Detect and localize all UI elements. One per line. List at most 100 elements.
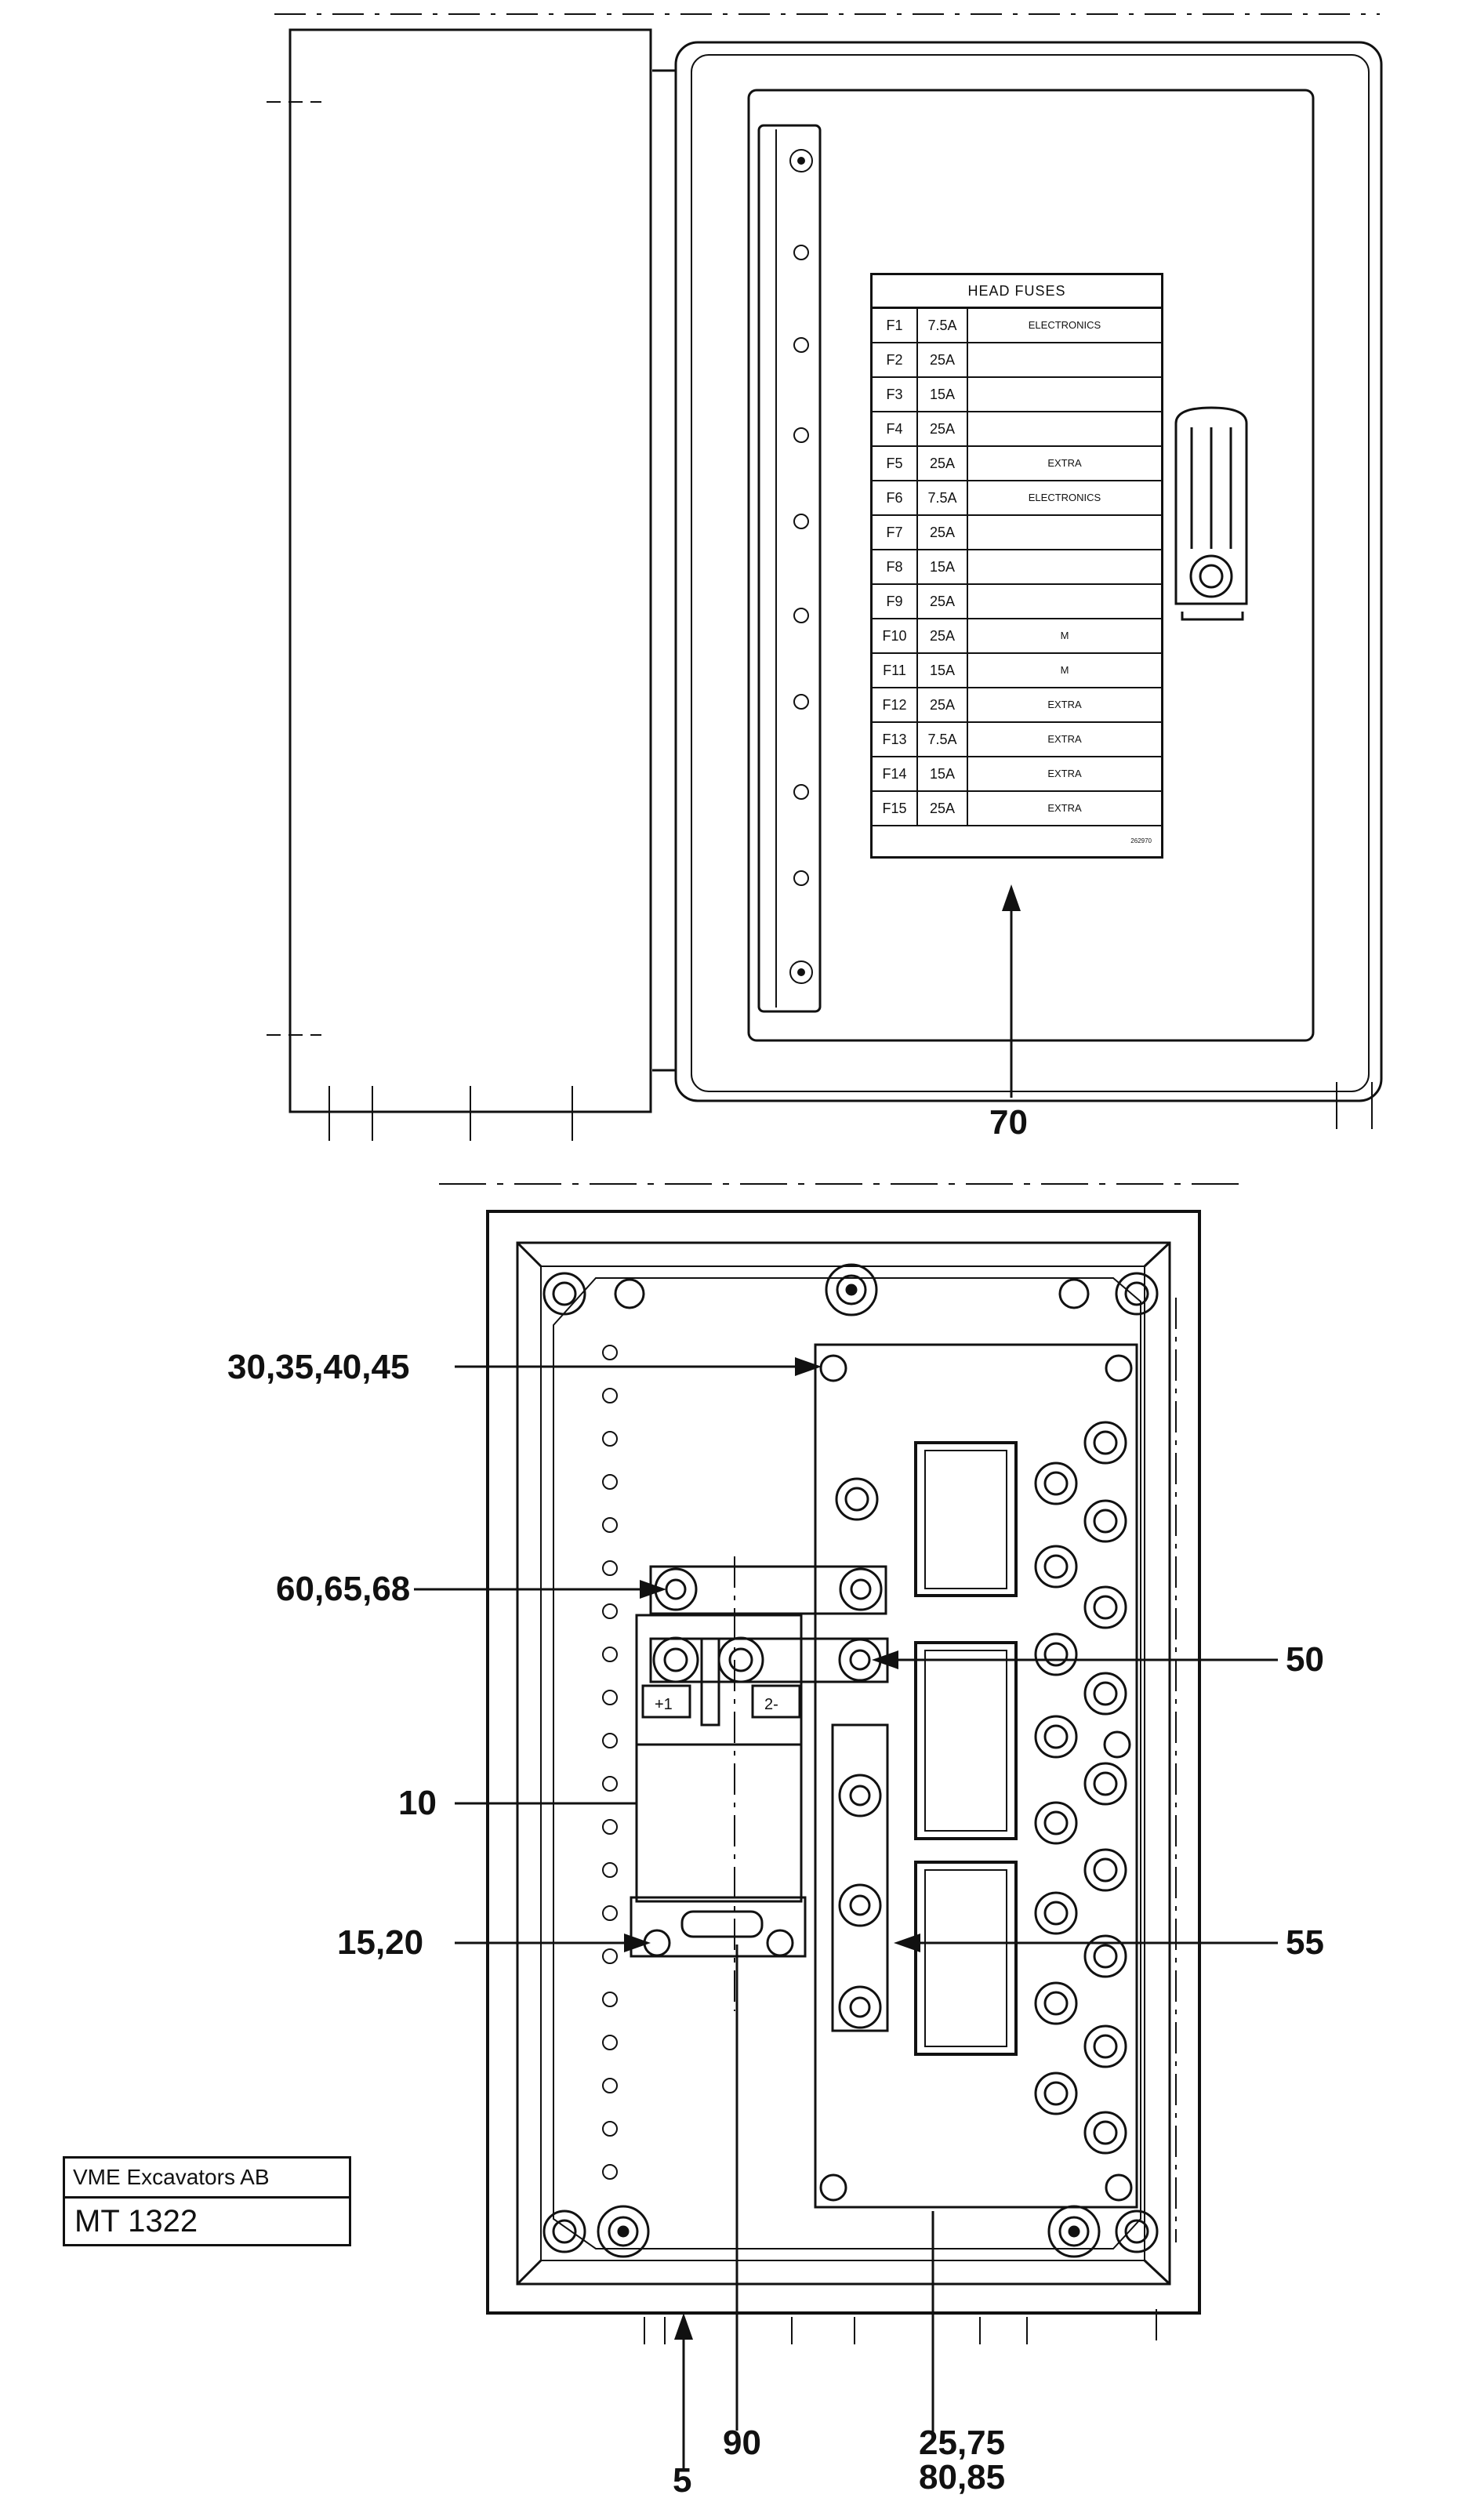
corner-bolts (542, 1263, 1159, 2258)
fuse-use: M (1060, 664, 1069, 676)
hinge (652, 69, 677, 1072)
fuse-rating: 25A (918, 412, 968, 445)
fuse-use: ELECTRONICS (1028, 492, 1101, 503)
fuse-use (968, 550, 1161, 583)
main-fuse-holder (630, 1614, 807, 1958)
callout-55: 55 (1286, 1923, 1324, 1962)
fuse-id: F10 (873, 619, 918, 652)
fuse-rating: 25A (918, 447, 968, 480)
back-plate (553, 1277, 1141, 2249)
fuse-rating: 15A (918, 550, 968, 583)
lid-panel (747, 89, 1315, 1042)
mounting-rail (757, 124, 822, 1013)
callout-25-75: 25,75 (919, 2424, 1006, 2462)
title-block: VME Excavators AB MT 1322 (63, 2156, 351, 2246)
fuse-box-interior-view (439, 1183, 1239, 2315)
fuse-id: F8 (873, 550, 918, 583)
callout-30-35-40-45: 30,35,40,45 (227, 1348, 410, 1386)
fuse-use: EXTRA (1047, 802, 1082, 814)
rail-screws (789, 149, 813, 984)
leader-60 (414, 1580, 666, 1599)
terminal-strip (602, 1345, 618, 2180)
fuse-id: F12 (873, 688, 918, 721)
fuse-label-title: HEAD FUSES (873, 275, 1161, 309)
terminal-plus-label: +1 (655, 1696, 673, 1713)
fuse-box-door-view (267, 13, 1383, 1141)
callout-5: 5 (673, 2461, 692, 2500)
cabinet-body (674, 41, 1383, 1102)
fuse-use: EXTRA (1047, 457, 1082, 469)
company-name: VME Excavators AB (65, 2159, 349, 2199)
leader-50 (872, 1650, 1278, 1669)
fuse-id: F14 (873, 757, 918, 790)
fuse-id: F11 (873, 654, 918, 687)
fuse-holders (835, 1421, 1131, 2155)
open-door (288, 28, 652, 1113)
fuse-rating: 25A (918, 688, 968, 721)
fuse-use (968, 412, 1161, 445)
callout-50: 50 (1286, 1640, 1324, 1679)
callout-60-65-68: 60,65,68 (276, 1570, 411, 1608)
callout-70: 70 (989, 1103, 1028, 1142)
fuse-rating: 25A (918, 343, 968, 376)
fuse-id: F6 (873, 481, 918, 514)
fuse-rating: 7.5A (918, 723, 968, 756)
fuse-rating: 15A (918, 654, 968, 687)
fuse-use (968, 516, 1161, 549)
fuse-rating: 15A (918, 378, 968, 411)
leader-30 (455, 1357, 822, 1376)
fuse-id: F2 (873, 343, 918, 376)
fuse-label-code: 262970 (1130, 837, 1152, 844)
fuse-rating: 15A (918, 757, 968, 790)
fuse-use (968, 378, 1161, 411)
terminal-bars (649, 1565, 889, 2032)
fuse-board (814, 1343, 1138, 2209)
leader-55 (894, 1934, 1278, 1952)
fuse-id: F15 (873, 792, 918, 825)
callout-10: 10 (398, 1784, 437, 1822)
latch-handle (1174, 406, 1248, 621)
enclosure-outer (486, 1210, 1201, 2315)
drawing-number: MT 1322 (74, 2204, 198, 2239)
callout-80-85: 80,85 (919, 2458, 1006, 2496)
fuse-use: EXTRA (1047, 733, 1082, 745)
fuse-id: F3 (873, 378, 918, 411)
fuse-id: F5 (873, 447, 918, 480)
fuse-id: F4 (873, 412, 918, 445)
fuse-use: M (1060, 630, 1069, 641)
fuse-rating: 25A (918, 792, 968, 825)
fuse-board-screws (819, 1354, 1133, 2202)
fuse-use: ELECTRONICS (1028, 319, 1101, 331)
leader-70 (1002, 884, 1021, 1098)
fuse-use (968, 343, 1161, 376)
fuse-id: F1 (873, 309, 918, 342)
leader-15 (455, 1934, 651, 1952)
fuse-rating: 25A (918, 516, 968, 549)
fuse-rating: 25A (918, 619, 968, 652)
fuse-id: F9 (873, 585, 918, 618)
callout-90: 90 (723, 2424, 761, 2462)
callout-15-20: 15,20 (337, 1923, 424, 1962)
terminal-minus-label: 2- (764, 1696, 778, 1713)
fuse-id: F13 (873, 723, 918, 756)
fuse-id: F7 (873, 516, 918, 549)
fuse-rating: 7.5A (918, 481, 968, 514)
fuse-rating: 7.5A (918, 309, 968, 342)
fuse-use: EXTRA (1047, 768, 1082, 779)
